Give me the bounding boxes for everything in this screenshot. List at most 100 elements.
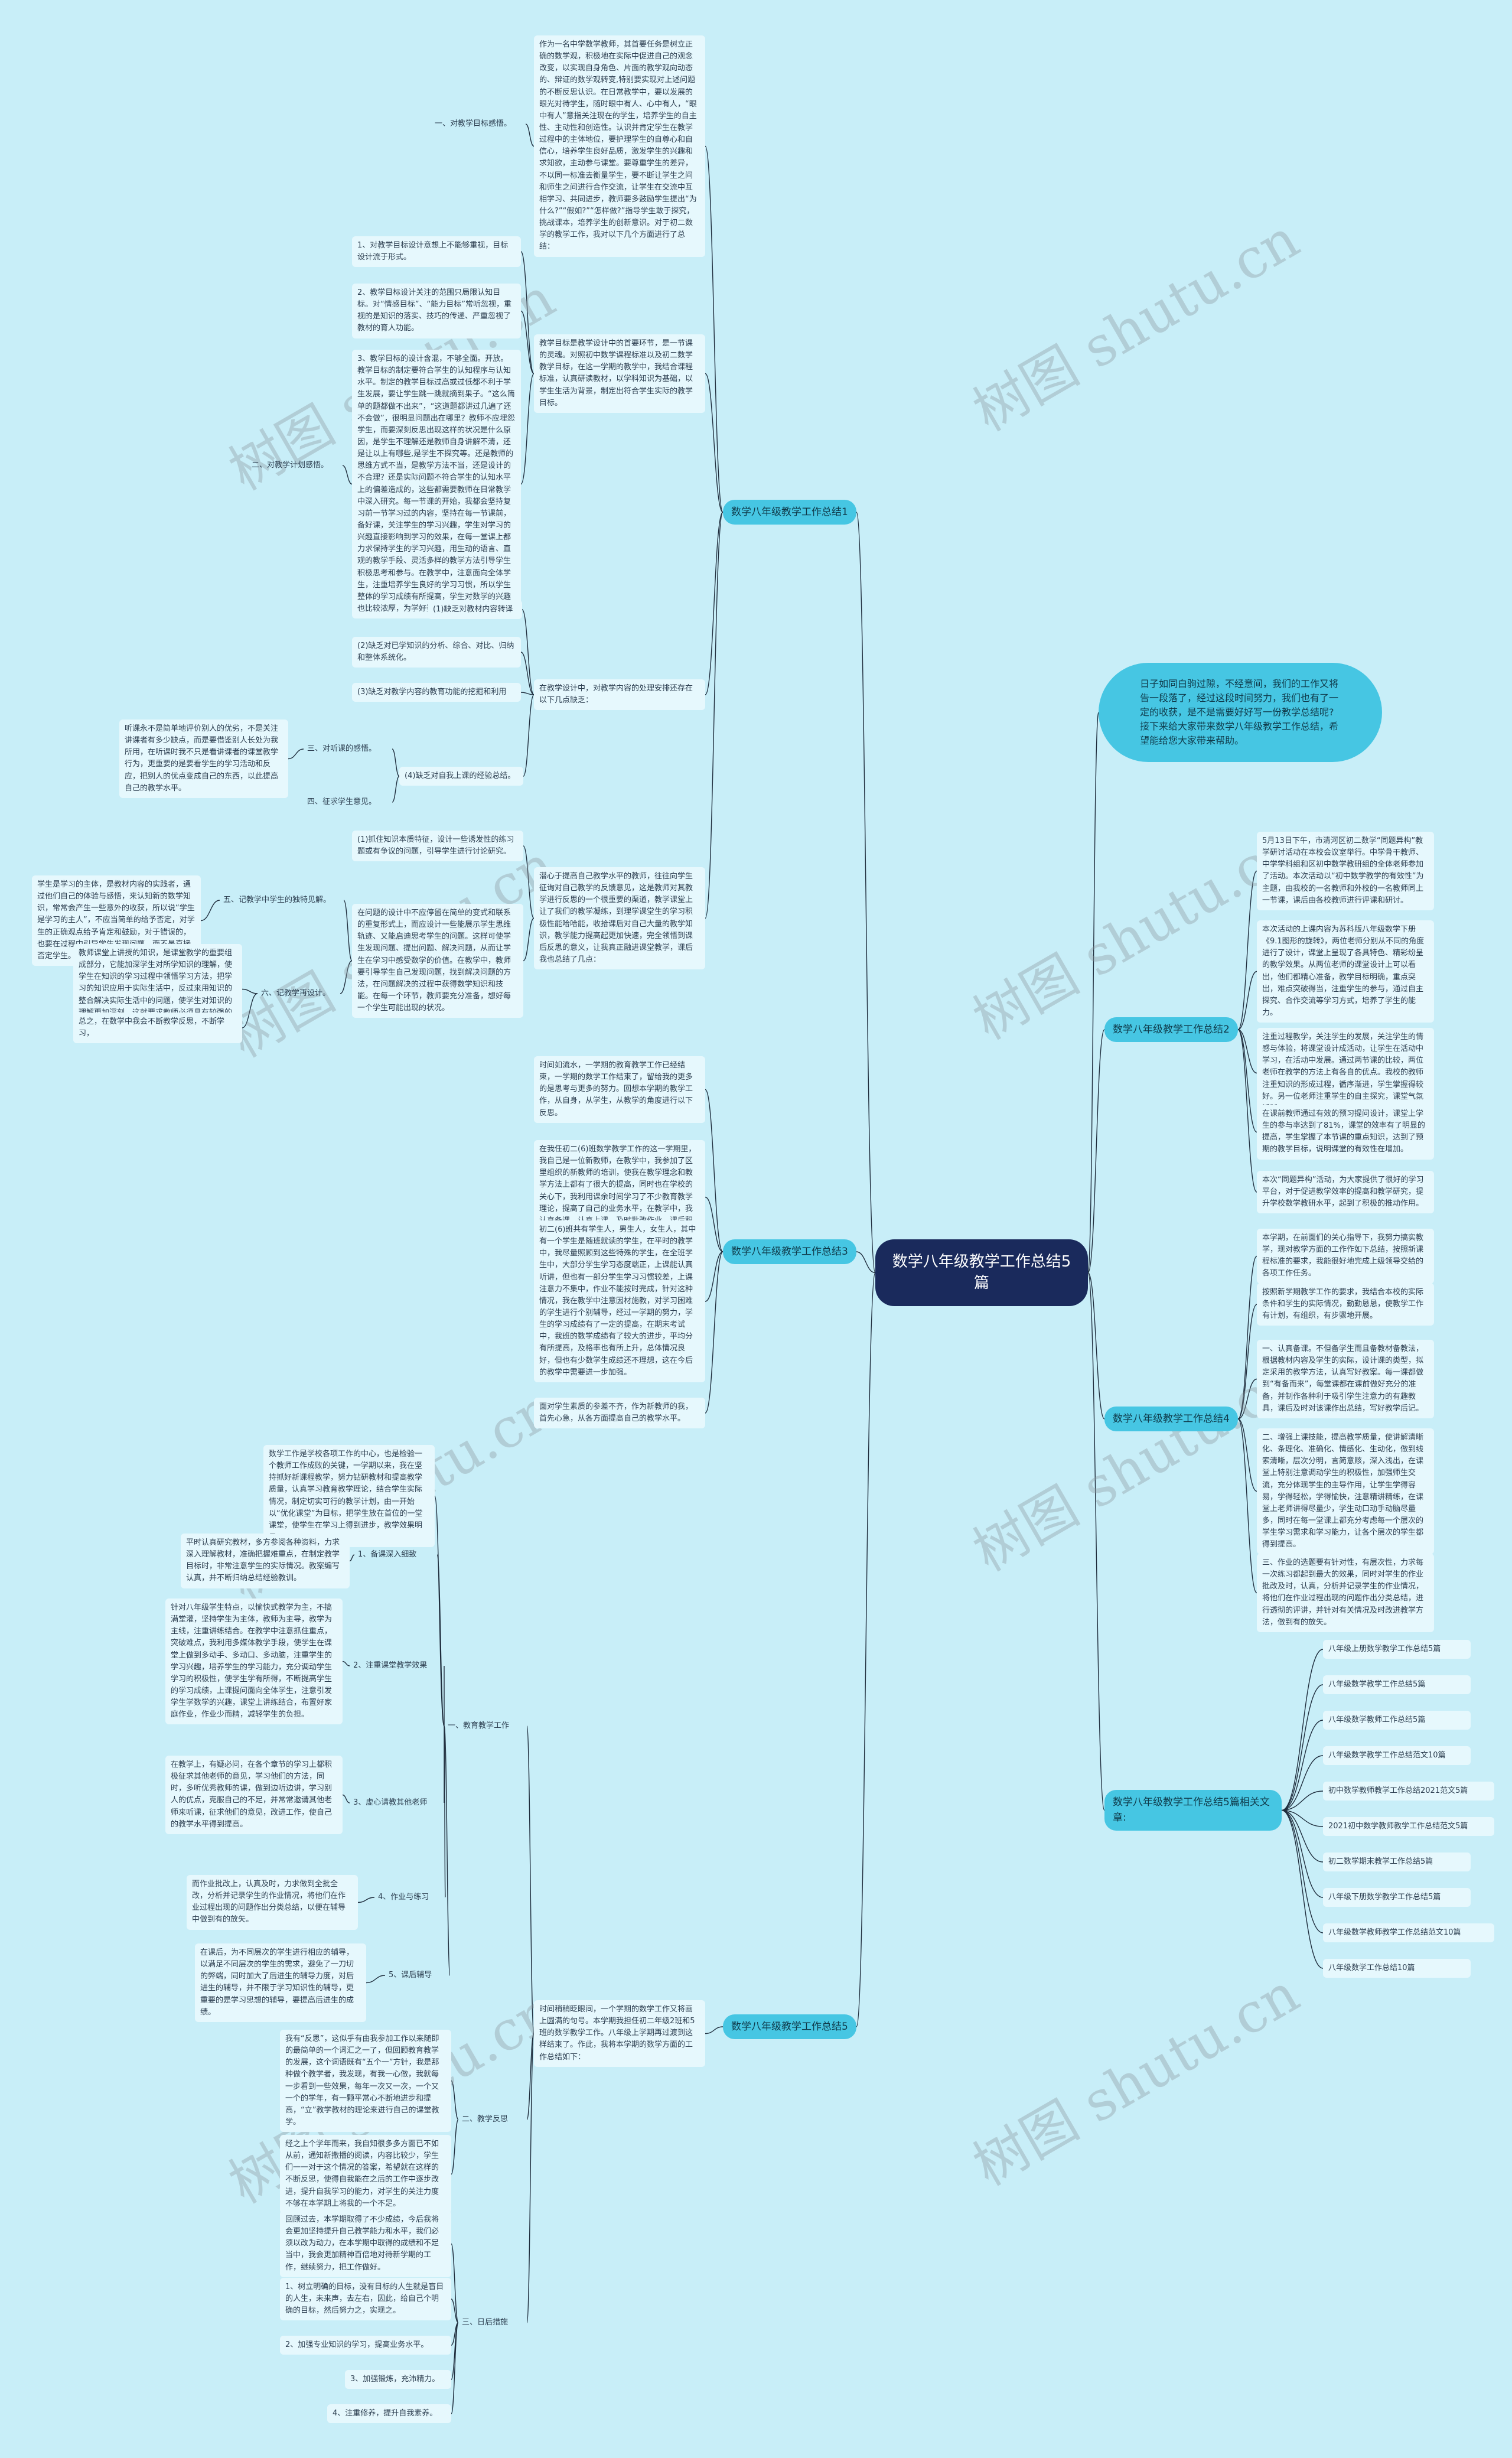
related-article-link[interactable]: 初二数学期末教学工作总结5篇 [1323,1853,1471,1872]
connector-line [523,845,535,919]
connector-line [1237,1378,1257,1420]
connector-line [366,1975,386,1984]
connector-line [705,1196,724,1252]
connector-line [856,512,876,1274]
branch5-label-homework: 4、作业与练习 [378,1893,429,1902]
branch1-listening-text: 听课永不是简单地评价别人的优劣，不是关注讲课者有多少缺点，而是要借鉴别人长处为我… [119,720,288,798]
connector-line [340,960,353,994]
connector-line [705,1089,724,1252]
related-article-link[interactable]: 八年级下册数学教学工作总结5篇 [1323,1888,1471,1907]
branch3-paragraph-1: 时间如流水，一学期的教育教学工作已经结束，一学期的数学工作结束了，留给我的更多的… [534,1056,705,1123]
related-article-link[interactable]: 八年级数学教师工作总结5篇 [1323,1711,1471,1730]
connector-line [392,748,400,777]
branch2-paragraph-1: 5月13日下午，市清河区初二数学“同题异构”教学研讨活动在本校会议室举行。中学骨… [1257,832,1434,910]
branch5-measure-1: 1、树立明确的目标，没有目标的人生就是盲目的人生，未来声，去左右，因此，给自己个… [280,2278,451,2321]
branch3-paragraph-4: 面对学生素质的参差不齐，作为新教师的我，首先心急，从各方面提高自己的教学水平。 [534,1398,705,1429]
branch5-tutoring-text: 在课后，为不同层次的学生进行相应的辅导，以满足不同层次的学生的需求，避免了一刀切… [195,1943,366,2022]
connector-line [357,1897,375,1903]
related-article-link[interactable]: 初中数学教师教学工作总结2021范文5篇 [1323,1782,1494,1801]
branch1-label-student-insight: 五、记教学中学生的独特见解。 [223,896,331,904]
branch5-label-reflection: 二、教学反思 [462,2115,509,2124]
branch5-measure-4: 4、注重修养，提升自我素养。 [327,2404,451,2424]
related-article-link[interactable]: 2021初中数学教师教学工作总结范文5篇 [1323,1817,1494,1837]
branch2-paragraph-4: 在课前教师通过有效的预习提问设计，课堂上学生的参与率达到了81%，课堂的效率有了… [1257,1105,1434,1160]
branch1-label-plan-insight: 二、对教学计划感悟。 [252,461,329,470]
branch5-label-classroom: 2、注重课堂教学效果 [353,1661,428,1670]
connector-line [434,1495,445,1727]
branch2-paragraph-5: 本次“同题异构”活动，为大家提供了很好的学习平台，对于促进教学效率的提高和教学研… [1257,1171,1434,1214]
connector-line [1281,1755,1324,1811]
branch5-lesson-prep-text: 平时认真研究教材，多方参阅各种资料，力求深入理解教材，准确把握难重点，在制定教学… [181,1534,350,1588]
connector-line [451,2299,459,2323]
branch1-label-goal-insight: 一、对教学目标感悟。 [435,119,512,128]
branch5-label-lesson-prep: 1、备课深入细致 [358,1550,417,1559]
branch5-teaching-overview: 数学工作是学校各项工作的中心，也是检验一个教师工作成败的关键，一学期以来，我在坚… [263,1445,435,1548]
connector-line [342,465,353,485]
branch-summary-1[interactable]: 数学八年级教学工作总结1 [723,500,856,525]
branch5-reflection-text-1: 我有“反思”，这似乎有由我参加工作以来随即的最简单的一个词汇之一了，但回顾教育教… [280,2030,451,2133]
connector-line [1281,1684,1324,1811]
connector-line [1281,1649,1324,1811]
connector-line [288,748,304,760]
connector-line [1237,870,1257,1030]
branch1-paragraph-5: 潜心于提高自己教学水平的教师，往往向学生征询对自己教学的反馈意见，这是教师对其教… [534,867,705,970]
connector-line [705,1251,724,1414]
branch4-paragraph-1: 本学期，在前面们的关心指导下，我努力搞实教学，现对教学方面的工作作如下总结，按照… [1257,1229,1434,1284]
connector-line [242,988,258,994]
branch1-goal-point-3: 3、教学目标的设计含混，不够全面。开放。教学目标的制定要符合学生的认知程序与认知… [352,350,521,619]
branch-summary-2[interactable]: 数学八年级教学工作总结2 [1104,1017,1238,1043]
branch-summary-4[interactable]: 数学八年级教学工作总结4 [1104,1407,1238,1432]
related-article-link[interactable]: 八年级数学教师教学工作总结范文10篇 [1323,1923,1494,1943]
connector-line [1281,1720,1324,1811]
branch4-paragraph-2: 按照新学期教学工作的要求，我结合本校的实际条件和学生的实际情况，勤勤恳恳，使教学… [1257,1283,1434,1326]
branch4-prepare-lessons: 一、认真备课。不但备学生而且备教材备教法，根据教材内容及学生的实际，设计课的类型… [1257,1340,1434,1418]
connector-line [526,2033,535,2120]
connector-line [705,145,724,513]
branch5-label-ask-teachers: 3、虚心请教其他老师 [353,1798,428,1807]
branch4-teaching-skills: 二、增强上课技能，提高教学质量，使讲解清晰化、条理化、准确化、情感化、生动化，做… [1257,1428,1434,1555]
branch5-reflection-text-2: 经之上个学年而来，我自知很多多方面已不如从前，通知新撒播的阅读，内容比较少，学生… [280,2135,451,2213]
branch5-label-teaching-work: 一、教育教学工作 [448,1721,510,1730]
branch1-gap-1: (1)缺乏对教材内容转译 [428,600,522,620]
connector-line [343,900,353,962]
branch1-paragraph-4: (1)抓住知识本质特征，设计一些诱发性的练习题或有争议的问题，引导学生进行讨论研… [352,831,523,862]
connector-line [856,1272,876,2027]
connector-line [856,1251,876,1274]
connector-line [342,1794,350,1803]
connector-line [1087,1029,1105,1274]
connector-line [705,512,724,919]
branch-related-articles[interactable]: 数学八年级教学工作总结5篇相关文章: [1104,1790,1282,1831]
connector-line [526,1726,535,2034]
connector-line [444,1726,451,1976]
connector-line [200,900,220,922]
branch-summary-3[interactable]: 数学八年级教学工作总结3 [723,1239,856,1265]
related-article-link[interactable]: 八年级上册数学教学工作总结5篇 [1323,1640,1471,1659]
connector-line [523,694,535,777]
connector-line [1237,1418,1257,1492]
branch5-label-future-measures: 三、日后措施 [462,2318,509,2327]
related-article-link[interactable]: 八年级数学教学工作总结范文10篇 [1323,1746,1471,1766]
connector-line [1237,971,1257,1030]
branch1-gap-3: (3)缺乏对教学内容的教育功能的挖掘和利用 [352,683,521,702]
connector-line [451,2243,459,2323]
connector-line [436,1554,445,1727]
branch1-paragraph-3: 在教学设计中，对教学内容的处理安排还存在以下几点缺乏： [534,679,705,711]
connector-line [451,2322,459,2414]
related-article-link[interactable]: 八年级数学教学工作总结5篇 [1323,1675,1471,1695]
connector-line [520,652,535,695]
branch1-label-feedback: 四、征求学生意见。 [307,797,377,806]
connector-line [520,373,535,485]
central-topic[interactable]: 数学八年级教学工作总结5篇 [875,1239,1088,1306]
branch1-closing-text: 总之，在数学中我会不断教学反思，不断学习， [73,1012,242,1044]
related-article-link[interactable]: 八年级数学工作总结10篇 [1323,1959,1471,1978]
connector-line [1281,1790,1324,1811]
branch5-classroom-text: 针对八年级学生特点，以愉快式教学为主，不搞满堂灌，坚持学生为主体，教师为主导，教… [165,1598,343,1725]
connector-line [1237,1029,1257,1074]
branch5-label-tutoring: 5、课后辅导 [389,1971,432,1980]
connector-line [705,512,724,695]
intro-bubble[interactable]: 日子如同白驹过隙，不经意间，我们的工作又将告一段落了，经过这段时间努力，我们也有… [1099,663,1382,762]
connector-line [1281,1809,1324,1933]
connector-line [1281,1809,1324,1898]
connector-line [526,2033,535,2323]
branch-summary-5[interactable]: 数学八年级教学工作总结5 [723,2014,856,2040]
